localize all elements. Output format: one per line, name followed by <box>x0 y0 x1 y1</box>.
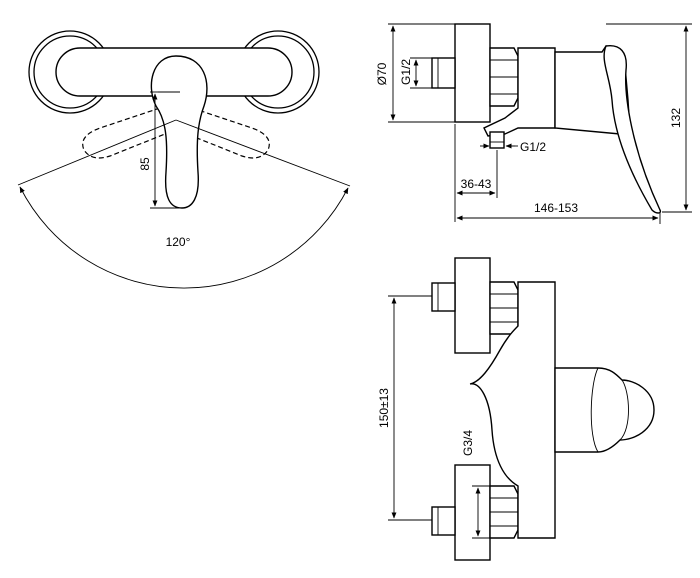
side-view: Ø70 G1/2 G1/2 36-43 146-153 132 <box>375 23 692 224</box>
dim-150-label: 150±13 <box>377 388 391 428</box>
front-view: 85 120° <box>17 30 351 289</box>
dim-85-label: 85 <box>138 157 152 171</box>
lever-right-rotated <box>181 107 270 159</box>
top-inlet-lower <box>431 506 456 536</box>
side-inlet-stub <box>431 57 456 89</box>
side-lever <box>603 45 662 214</box>
top-head <box>554 367 655 453</box>
side-flange <box>454 23 491 123</box>
dim-146-label: 146-153 <box>534 201 578 215</box>
angle-ray-left <box>17 119 177 186</box>
lever-handle <box>150 55 208 209</box>
dim-g12-outlet-label: G1/2 <box>520 140 546 154</box>
top-flange-upper <box>454 257 491 354</box>
dim-g12-inlet-label: G1/2 <box>399 59 413 85</box>
dim-3643-label: 36-43 <box>461 177 492 191</box>
angle-120-label: 120° <box>166 235 191 249</box>
angle-arc-120 <box>19 186 349 289</box>
side-outlet <box>489 131 505 149</box>
angle-ray-right <box>175 119 351 187</box>
dim-g34-label: G3/4 <box>461 430 475 456</box>
top-inlet-upper <box>431 282 456 312</box>
dim-70-label: Ø70 <box>375 62 389 85</box>
top-view: 150±13 G3/4 <box>377 257 655 561</box>
top-lever-outline <box>619 379 629 441</box>
top-body <box>469 281 556 539</box>
top-flange-lower <box>454 464 491 561</box>
lever-left-rotated <box>82 107 171 159</box>
dim-132-label: 132 <box>669 108 683 128</box>
top-head-knob <box>590 367 599 453</box>
